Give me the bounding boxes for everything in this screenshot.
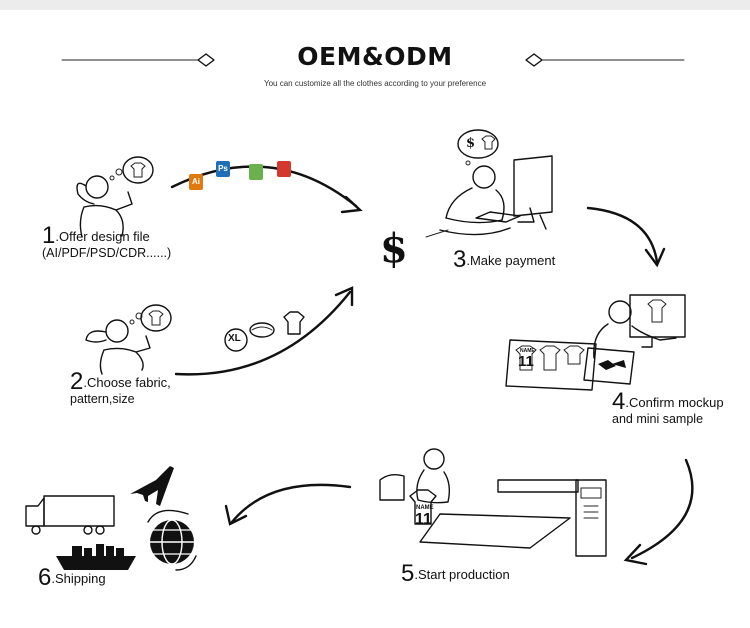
person-thinking-1 (76, 156, 154, 238)
arrow-production-to-shipping (230, 483, 352, 524)
production-tshirt (409, 489, 437, 525)
step-6-number: 6 (38, 564, 52, 591)
size-tag-icon (224, 328, 248, 352)
psd-badge-label: Ps (218, 164, 228, 173)
step-2-label: 2.Choose fabric, pattern,size (70, 370, 171, 407)
arrow-mockup-to-production (630, 458, 694, 560)
top-bar (0, 0, 750, 10)
step-1-sub: (AI/PDF/PSD/CDR......) (42, 246, 172, 260)
step-2-sub: pattern,size (70, 392, 135, 406)
step-2-number: 2 (70, 368, 84, 395)
step-4-text: .Confirm mockup (625, 395, 724, 410)
arrowhead-2 (334, 286, 354, 307)
person-at-computer (439, 165, 511, 236)
mockup-number-text: 11 (518, 353, 534, 370)
step-3-text: .Make payment (466, 253, 556, 268)
thought-dollar: $ (466, 136, 476, 151)
arrow-payment-to-mockup (586, 206, 659, 264)
step-1-text: .Offer design file (55, 229, 150, 244)
step-5-number: 5 (401, 560, 415, 587)
tshirt-icon (283, 311, 305, 335)
ship-icon (56, 544, 136, 570)
title-ornament-left (61, 53, 215, 67)
arrowhead-5 (224, 504, 248, 526)
person-at-desk (593, 300, 677, 359)
arrowhead-3 (644, 247, 666, 268)
step-2-text: .Choose fabric, (83, 375, 171, 390)
page-subtitle: You can customize all the clothes accord… (263, 79, 487, 88)
sewing-machine-icon (379, 473, 405, 501)
airplane-icon (130, 466, 174, 506)
arrowhead-4 (623, 543, 648, 566)
step-6-label: 6.Shipping (38, 566, 106, 590)
step-1-number: 1 (42, 222, 56, 249)
step-4-number: 4 (612, 388, 626, 415)
size-tag-label: XL (228, 333, 241, 344)
worker-figure (416, 448, 451, 504)
production-number-text: 11 (415, 511, 432, 528)
payment-thought (457, 129, 499, 166)
arrow-fabric-to-payment (174, 290, 352, 376)
computer-icon (475, 155, 553, 230)
arrowhead-1 (340, 195, 363, 214)
cdr-file-icon (249, 164, 263, 180)
step-4-label: 4.Confirm mockup and mini sample (612, 390, 724, 427)
step-5-label: 5.Start production (401, 562, 510, 586)
printer-machine-icon (419, 479, 607, 557)
truck-icon (25, 495, 115, 535)
ai-file-icon: Ai (189, 174, 203, 190)
globe-icon (147, 509, 197, 571)
page-title: OEM&ODM (297, 42, 453, 71)
dollar-icon: $ (380, 225, 408, 272)
production-name-text: NAME (416, 505, 434, 511)
monitor-mockup (629, 294, 686, 348)
step-1-label: 1.Offer design file (AI/PDF/PSD/CDR.....… (42, 224, 172, 261)
pdf-file-icon (277, 161, 291, 177)
step-3-label: 3.Make payment (453, 248, 556, 272)
step-5-text: .Start production (414, 567, 510, 582)
ai-badge-label: Ai (192, 177, 200, 186)
step-6-text: .Shipping (51, 571, 106, 586)
step-3-number: 3 (453, 246, 467, 273)
mockup-name-text: NAME (520, 348, 535, 354)
person-thinking-2 (85, 304, 172, 375)
mockup-sheets (505, 339, 635, 391)
psd-file-icon: Ps (216, 161, 230, 177)
step-4-sub: and mini sample (612, 412, 704, 426)
fabric-roll-icon (249, 322, 275, 338)
title-ornament-right (525, 53, 685, 67)
